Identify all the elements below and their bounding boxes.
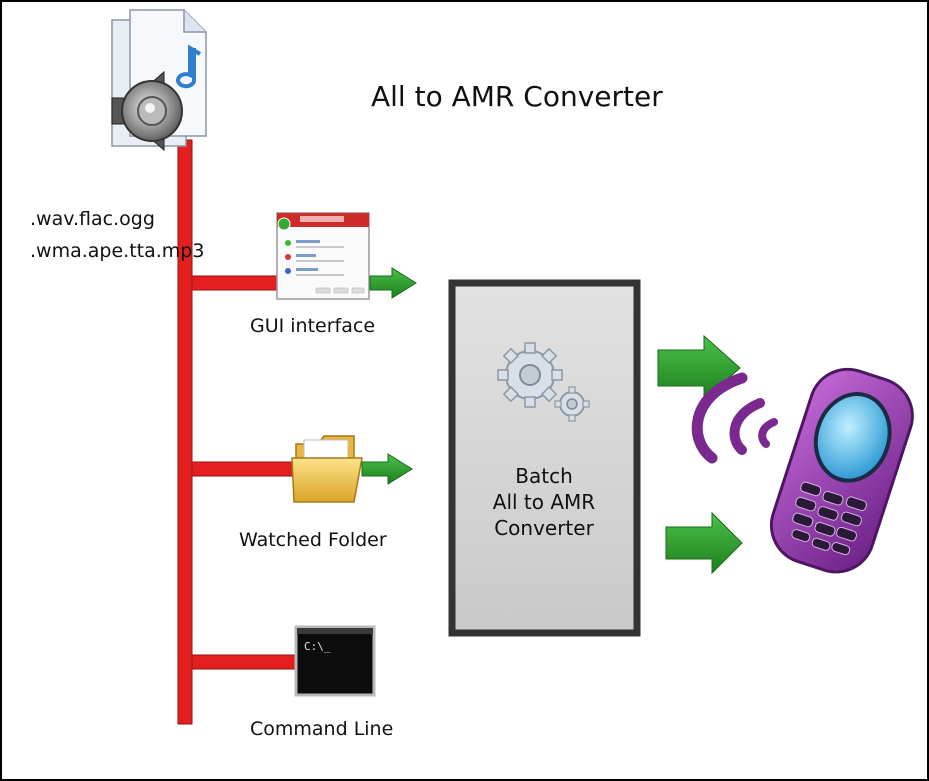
gui-interface-label: GUI interface [250,315,376,337]
converter-box-line-1: Batch [515,464,573,488]
gears-icon [497,342,590,422]
arrow-output-bottom [665,511,743,575]
signal-waves-icon [691,372,778,464]
arrow-folder [361,453,413,485]
input-formats-line-2: .wma.ape.tta.mp3 [30,240,205,262]
converter-box [448,279,641,637]
arrow-gui [369,267,417,299]
terminal-prompt: C:\_ [304,640,331,653]
input-formats-line-1: .wav.flac.ogg [30,208,155,230]
app-window-icon [276,212,370,300]
converter-box-line-3: Converter [494,516,594,540]
command-line-label: Command Line [250,718,394,740]
watched-folder-label: Watched Folder [239,529,387,551]
mobile-phone-icon [769,367,914,574]
arrow-output-top [657,334,741,402]
converter-box-line-2: All to AMR [492,490,596,514]
converter-box-label: Batch All to AMR Converter [450,463,638,541]
diagram-title: All to AMR Converter [371,80,663,113]
branch-folder [191,461,301,477]
branch-gui [191,275,283,291]
audio-file-icon [111,9,207,152]
folder-icon [291,435,363,503]
branch-cmd [191,654,303,670]
terminal-icon: C:\_ [294,625,376,697]
